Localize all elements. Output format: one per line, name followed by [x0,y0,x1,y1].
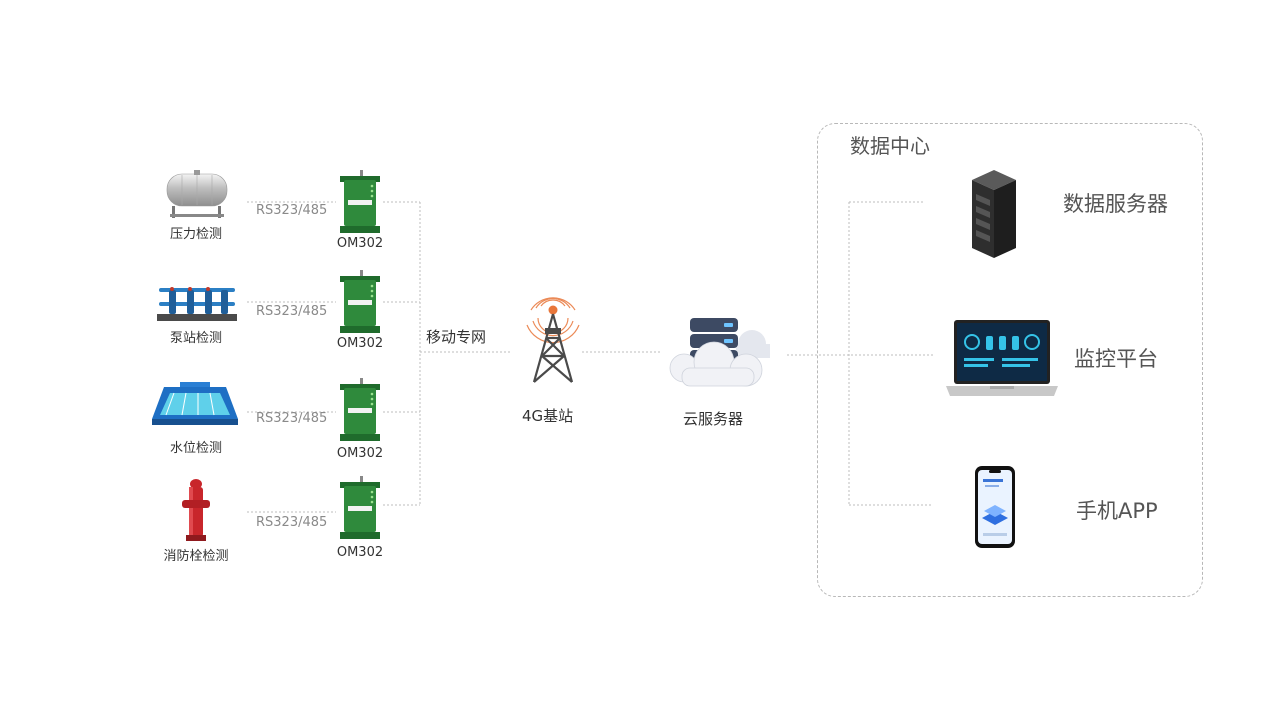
cloud-server-label: 云服务器 [683,410,744,428]
monitoring-platform-label: 监控平台 [1074,347,1158,371]
pump-station-icon [157,284,237,324]
om302-device-icon [340,378,380,442]
data-center-title: 数据中心 [850,134,930,158]
data-server-label: 数据服务器 [1063,192,1168,216]
cell-tower-icon [520,278,586,384]
laptop-icon [944,318,1060,402]
device-label: OM302 [336,336,384,351]
om302-device-icon [340,170,380,234]
device-label: OM302 [336,236,384,251]
mobile-app-label: 手机APP [1076,499,1158,523]
protocol-label: RS323/485 [256,515,328,530]
om302-device-icon [340,476,380,540]
cloud-server-icon [666,310,772,392]
network-label: 移动专网 [426,328,487,346]
om302-device-icon [340,270,380,334]
swimming-pool-icon [150,381,240,427]
sensor-label-water-level: 水位检测 [169,441,222,456]
data-center-panel [817,123,1203,597]
base-station-label: 4G基站 [522,407,574,425]
server-rack-icon [968,168,1018,260]
device-label: OM302 [336,446,384,461]
protocol-label: RS323/485 [256,304,328,319]
sensor-label-hydrant: 消防栓检测 [163,549,229,564]
sensor-label-pump: 泵站检测 [169,331,222,346]
sensor-label-pressure: 压力检测 [169,227,222,242]
device-label: OM302 [336,545,384,560]
smartphone-icon [974,465,1016,549]
water-tank-icon [164,170,230,220]
protocol-label: RS323/485 [256,411,328,426]
fire-hydrant-icon [180,478,212,542]
protocol-label: RS323/485 [256,203,328,218]
